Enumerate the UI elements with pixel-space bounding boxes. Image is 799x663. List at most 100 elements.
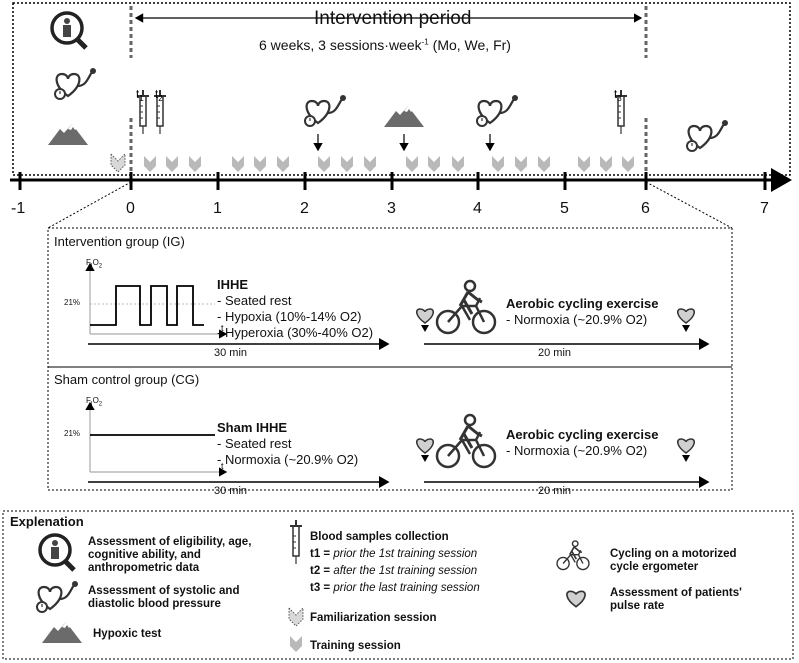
ig-pulse-icon-post xyxy=(676,308,696,324)
legend-syringe-icon xyxy=(289,519,303,565)
training-session-arrow xyxy=(166,156,178,172)
ig-line-1: - Hypoxia (10%-14% O2) xyxy=(217,309,362,324)
training-session-arrow xyxy=(515,156,527,172)
timeline-ticks xyxy=(18,172,767,190)
cg-title: Sham control group (CG) xyxy=(54,372,200,387)
intervention-title: Intervention period xyxy=(314,8,472,29)
training-arrows xyxy=(144,156,634,172)
legend-hypoxic-icon xyxy=(42,622,82,643)
cg-pulse-icon-pre xyxy=(415,438,435,454)
ig-line-0: - Seated rest xyxy=(217,293,292,308)
tick-label: 4 xyxy=(473,200,482,217)
legend-pulse-icon xyxy=(566,590,586,608)
hypoxic-icon-week3 xyxy=(384,106,424,127)
cg-cyclist-icon xyxy=(435,413,497,469)
training-session-arrow xyxy=(341,156,353,172)
ig-title: Intervention group (IG) xyxy=(54,234,185,249)
tick-label: 1 xyxy=(213,200,222,217)
training-session-arrow xyxy=(452,156,464,172)
training-session-arrow xyxy=(578,156,590,172)
cg-pulse-icon-post xyxy=(676,438,696,454)
blood-pressure-icon xyxy=(53,66,98,101)
legend-training-icon xyxy=(290,636,302,652)
tick-label: 5 xyxy=(560,200,569,217)
cg-line-1: - Normoxia (~20.9% O2) xyxy=(217,452,359,467)
t1-label: t1 xyxy=(136,89,144,103)
ig-dur1: 30 min xyxy=(214,347,248,359)
legend-t1-label: t1 = xyxy=(310,548,331,560)
ig-proc-title: IHHE xyxy=(217,277,249,292)
tick-label: 0 xyxy=(126,200,135,217)
ig-dur2: 20 min xyxy=(538,347,572,359)
tick-label: 3 xyxy=(387,200,396,217)
ig-fio2-curve xyxy=(90,285,204,326)
legend-pulse: Assessment of patients' pulse rate xyxy=(610,587,742,612)
top-frame xyxy=(12,2,791,176)
ig-ex-title: Aerobic cycling exercise xyxy=(506,296,659,311)
training-session-arrow xyxy=(538,156,550,172)
bp-icon-week2 xyxy=(303,93,348,128)
training-session-arrow xyxy=(318,156,330,172)
subtitle-sup: -1 xyxy=(421,37,429,47)
legend-eligibility: Assessment of eligibility, age, cognitiv… xyxy=(88,536,252,574)
legend-t2: t2 = after the 1st training session xyxy=(310,565,477,578)
cg-line-0: - Seated rest xyxy=(217,436,292,451)
ig-t-label: t xyxy=(221,323,224,333)
legend-familiarization: Familiarization session xyxy=(310,612,437,624)
bp-icon-week7 xyxy=(685,118,730,153)
training-session-arrow xyxy=(254,156,266,172)
legend-t2-text: after the 1st training session xyxy=(333,565,478,577)
cg-proc-title: Sham IHHE xyxy=(217,420,288,435)
subtitle-tail: (Mo, We, Fr) xyxy=(428,37,511,53)
training-session-arrow xyxy=(144,156,156,172)
legend-cycling-icon xyxy=(556,540,590,571)
legend-training: Training session xyxy=(310,640,401,652)
ig-level-label: 21% xyxy=(64,298,81,307)
legend-cycling: Cycling on a motorized cycle ergometer xyxy=(610,548,737,573)
training-session-arrow xyxy=(492,156,504,172)
training-session-arrow xyxy=(428,156,440,172)
legend-t3-text: prior the last training session xyxy=(333,582,480,594)
legend-eligibility-icon xyxy=(40,535,74,570)
intervention-subtitle: 6 weeks, 3 sessions·week-1 (Mo, We, Fr) xyxy=(259,37,511,53)
tick-label: 7 xyxy=(760,200,769,217)
legend-title: Explenation xyxy=(10,514,84,529)
subtitle-text: 6 weeks, 3 sessions·week xyxy=(259,37,422,53)
cg-ex-line: - Normoxia (~20.9% O2) xyxy=(506,443,648,458)
ig-line-2: - Hyperoxia (30%-40% O2) xyxy=(217,325,374,340)
legend-t1: t1 = prior the 1st training session xyxy=(310,548,477,561)
hypoxic-test-icon xyxy=(48,124,88,145)
training-session-arrow xyxy=(622,156,634,172)
bp-icon-week4 xyxy=(475,93,520,128)
cg-fio2-label: FIO2 xyxy=(86,396,103,408)
tick-label: 2 xyxy=(300,200,309,217)
legend-bp: Assessment of systolic and diastolic blo… xyxy=(88,585,240,610)
training-session-arrow xyxy=(232,156,244,172)
legend-familiarization-icon xyxy=(288,606,304,627)
training-session-arrow xyxy=(600,156,612,172)
cg-t-label: t xyxy=(221,461,224,471)
cg-dur1: 30 min xyxy=(214,485,248,497)
training-session-arrow xyxy=(277,156,289,172)
training-session-arrow xyxy=(406,156,418,172)
legend-t3-label: t3 = xyxy=(310,582,331,594)
legend-t2-label: t2 = xyxy=(310,565,331,577)
cg-level-label: 21% xyxy=(64,429,81,438)
cg-ex-title: Aerobic cycling exercise xyxy=(506,427,659,442)
legend-bp-icon xyxy=(35,579,80,614)
t3-label: t3 xyxy=(614,89,622,103)
ig-cyclist-icon xyxy=(435,279,497,335)
cg-dur2: 20 min xyxy=(538,485,572,497)
legend-hypoxic: Hypoxic test xyxy=(93,628,162,640)
groups-frame xyxy=(47,227,733,491)
familiarization-arrow xyxy=(110,152,126,173)
legend-blood: Blood samples collection xyxy=(310,531,449,543)
ig-fio2-label: FIO2 xyxy=(86,258,103,270)
t2-label: t2 xyxy=(155,89,163,103)
legend-t1-text: prior the 1st training session xyxy=(333,548,478,560)
tick-label: 6 xyxy=(641,200,650,217)
training-session-arrow xyxy=(364,156,376,172)
tick-label: -1 xyxy=(11,200,26,217)
legend-frame xyxy=(2,510,794,660)
